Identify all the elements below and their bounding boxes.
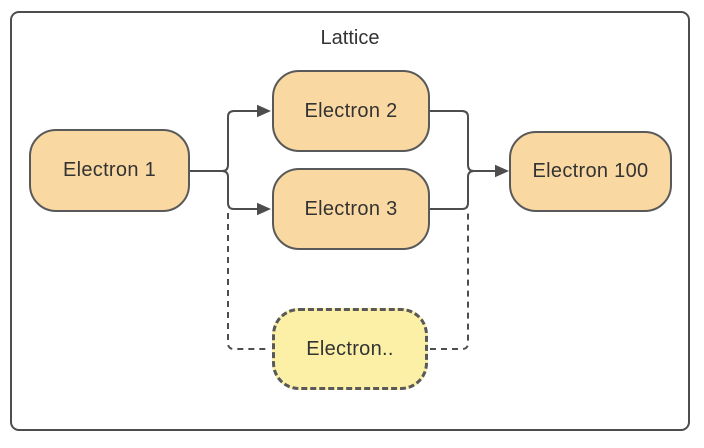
node-electron-1-label: Electron 1 bbox=[62, 159, 157, 181]
lattice-container-frame bbox=[10, 11, 690, 431]
node-electron-3-label: Electron 3 bbox=[304, 197, 398, 220]
node-electron-100[interactable]: Electron 100 bbox=[509, 131, 672, 212]
node-electron-etc[interactable]: Electron.. bbox=[272, 308, 428, 390]
node-electron-2-label: Electron 2 bbox=[304, 99, 398, 122]
node-electron-1[interactable]: Electron 1 bbox=[29, 129, 190, 212]
node-electron-100-label: Electron 100 bbox=[532, 160, 649, 182]
node-electron-etc-label: Electron.. bbox=[306, 337, 394, 360]
node-electron-3[interactable]: Electron 3 bbox=[272, 168, 430, 250]
node-electron-2[interactable]: Electron 2 bbox=[272, 70, 430, 152]
lattice-title: Lattice bbox=[320, 27, 380, 49]
